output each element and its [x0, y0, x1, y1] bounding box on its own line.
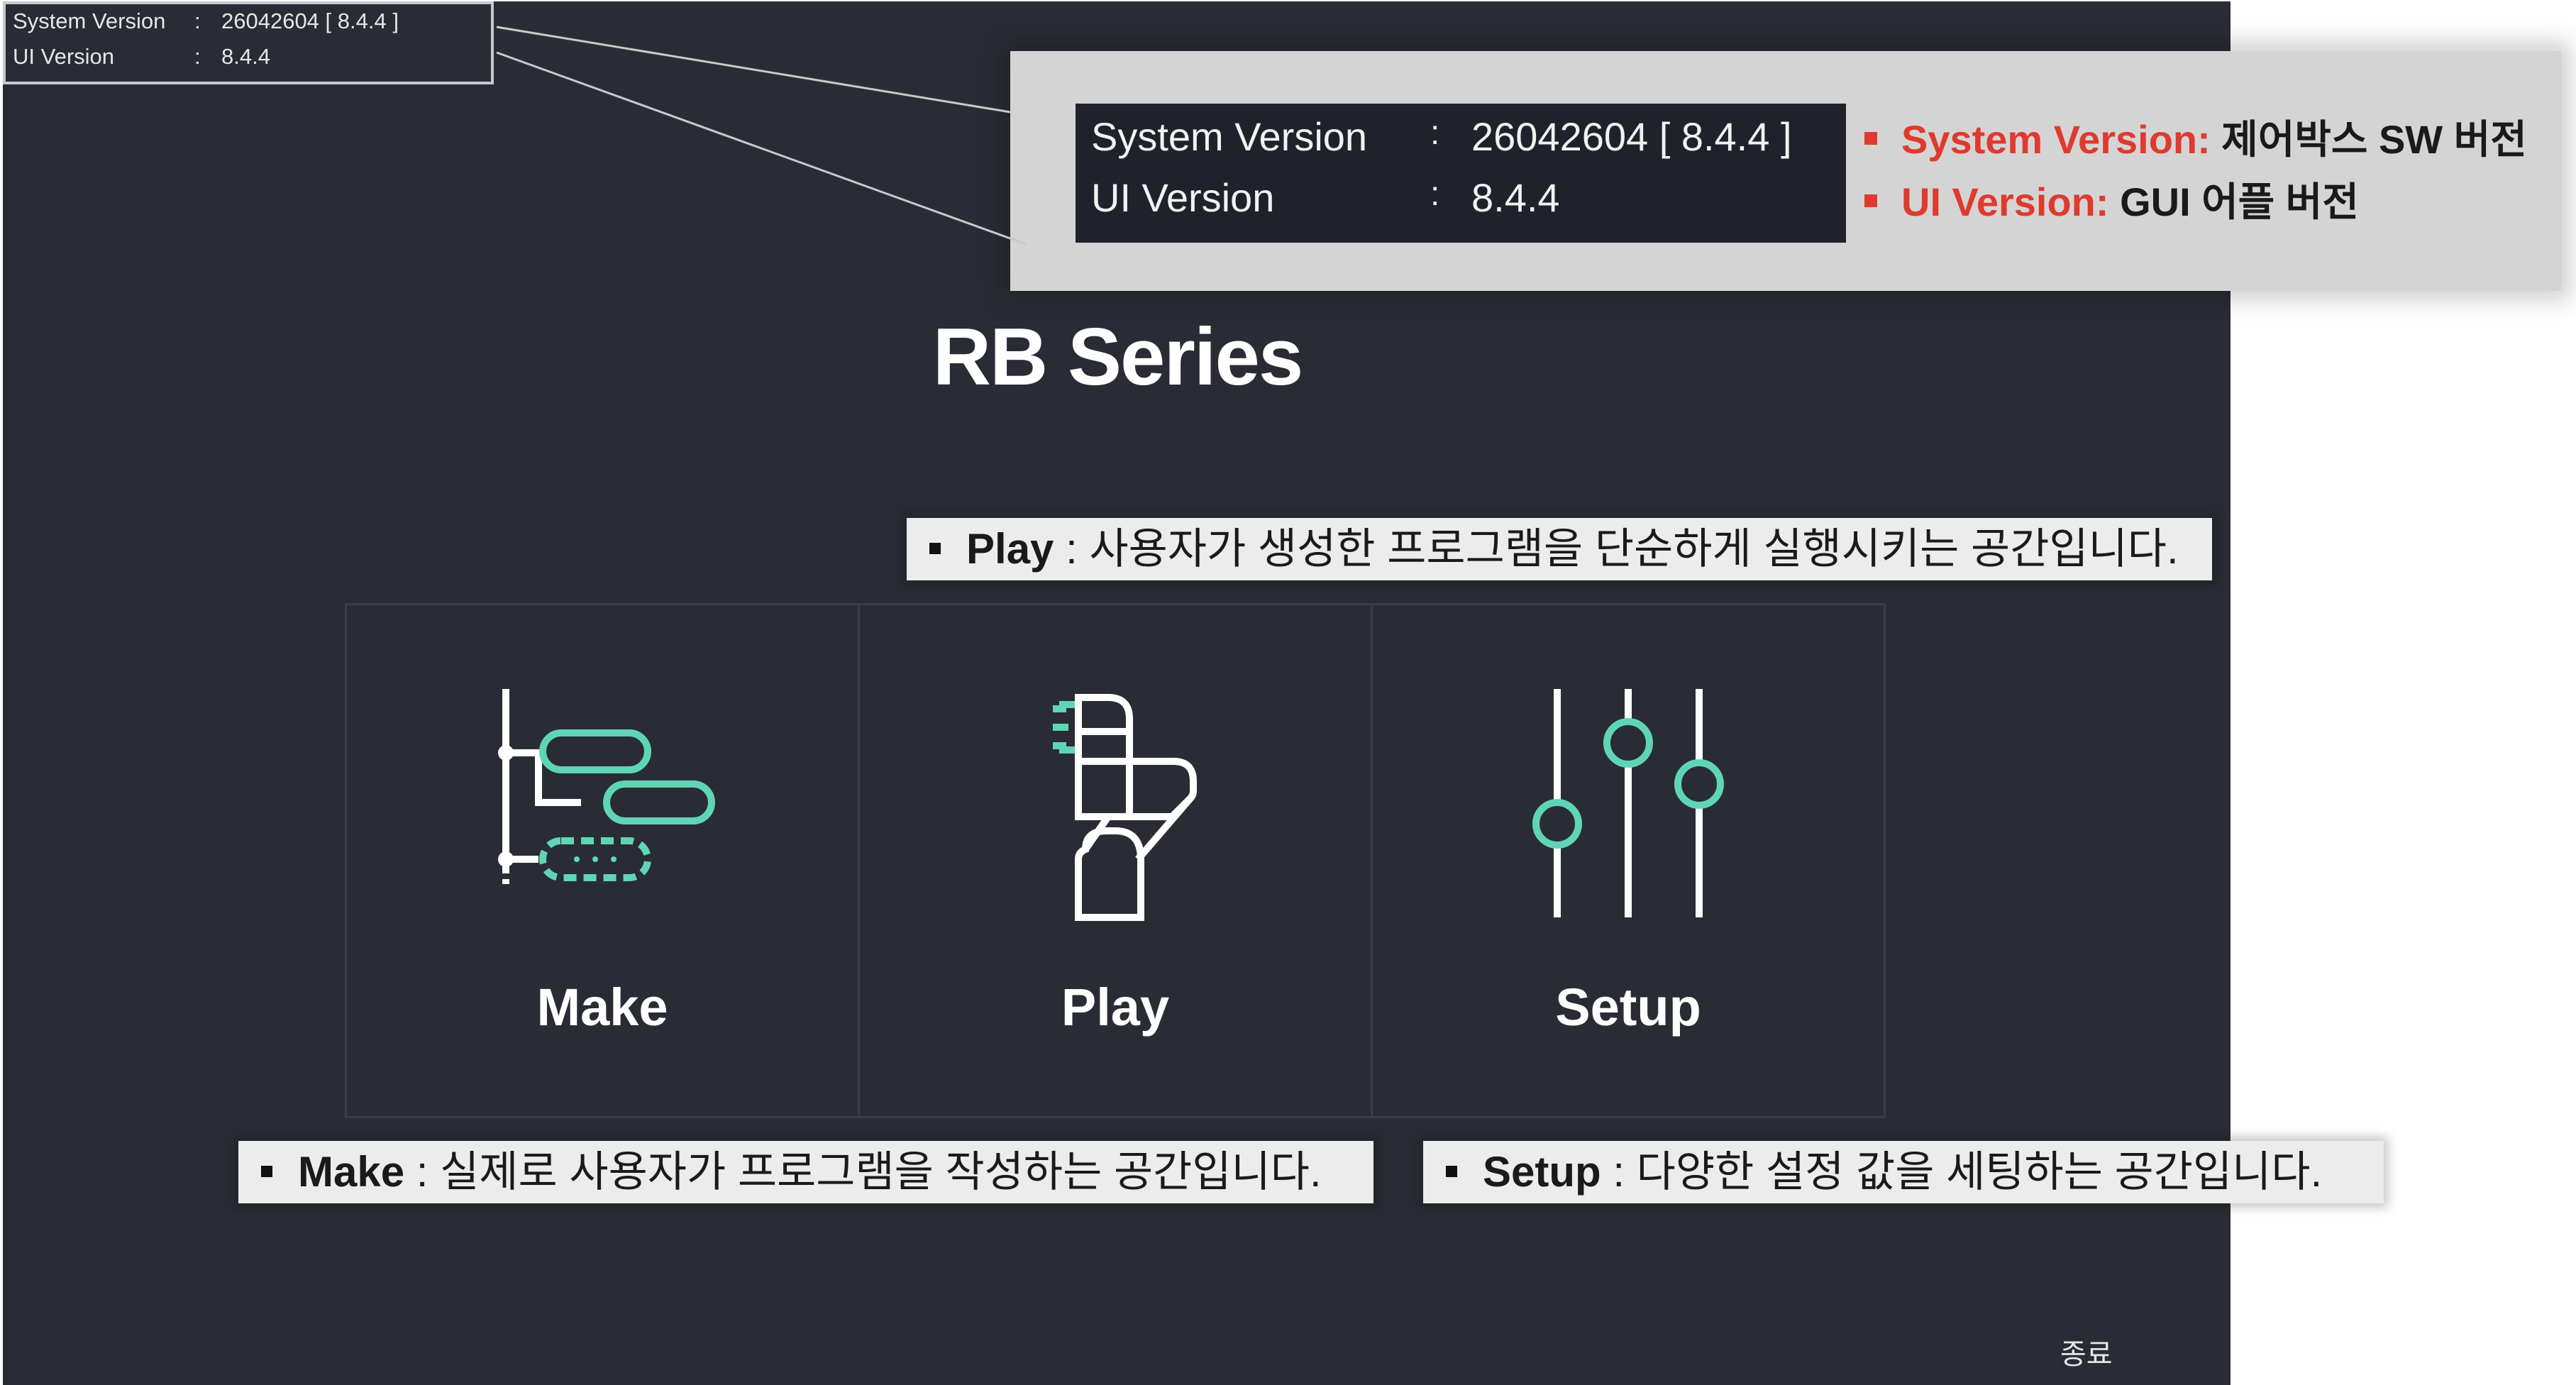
- version-notes: System Version: 제어박스 SW 버전 UI Version: G…: [1864, 108, 2527, 233]
- annotation-key: Make: [298, 1148, 405, 1196]
- ui-version-separator: :: [194, 44, 201, 69]
- zoom-ui-version-separator: :: [1430, 175, 1440, 213]
- zoom-ui-version-label: UI Version: [1091, 175, 1275, 220]
- zoom-ui-version-value: 8.4.4: [1471, 175, 1560, 220]
- version-zoom-box: System Version : 26042604 [ 8.4.4 ] UI V…: [1076, 104, 1846, 243]
- make-tile[interactable]: Make: [347, 605, 860, 1116]
- system-version-value: 26042604 [ 8.4.4 ]: [221, 9, 399, 33]
- robot-arm-icon: [1053, 694, 1197, 921]
- setup-tile[interactable]: Setup: [1373, 605, 1884, 1116]
- note-desc: 제어박스 SW 버전: [2210, 117, 2527, 162]
- bullet-icon: [1864, 132, 1877, 145]
- system-version-label: System Version: [13, 9, 166, 33]
- page-title: RB Series: [932, 312, 1304, 402]
- annotation-desc: : 다양한 설정 값을 세팅하는 공간입니다.: [1601, 1148, 2323, 1196]
- make-label: Make: [536, 978, 668, 1037]
- ui-version-label: UI Version: [13, 44, 115, 69]
- note-key: UI Version:: [1901, 180, 2109, 224]
- note-desc: GUI 어플 버전: [2108, 180, 2359, 224]
- make-annotation: Make : 실제로 사용자가 프로그램을 작성하는 공간입니다.: [238, 1141, 1373, 1203]
- bullet-icon: [1446, 1166, 1457, 1178]
- annotation-key: Setup: [1483, 1148, 1601, 1196]
- system-version-note: System Version: 제어박스 SW 버전: [1864, 108, 2527, 170]
- bullet-icon: [261, 1166, 272, 1178]
- ui-version-note: UI Version: GUI 어플 버전: [1864, 170, 2527, 233]
- zoom-system-version-separator: :: [1430, 114, 1440, 152]
- sliders-icon: [1532, 689, 1724, 917]
- zoom-system-version-row: System Version : 26042604 [ 8.4.4 ]: [1091, 114, 1792, 160]
- bullet-icon: [1864, 194, 1877, 208]
- annotation-key: Play: [966, 525, 1054, 573]
- setup-label: Setup: [1555, 978, 1701, 1037]
- ui-version-value: 8.4.4: [221, 44, 270, 69]
- annotation-desc: : 실제로 사용자가 프로그램을 작성하는 공간입니다.: [404, 1148, 1322, 1196]
- play-tile[interactable]: Play: [860, 605, 1373, 1116]
- exit-button[interactable]: 종료: [2060, 1338, 2113, 1371]
- zoom-system-version-value: 26042604 [ 8.4.4 ]: [1471, 114, 1792, 159]
- note-key: System Version:: [1901, 117, 2211, 162]
- bullet-icon: [929, 543, 941, 555]
- version-info-box: System Version : 26042604 [ 8.4.4 ] UI V…: [3, 1, 494, 84]
- zoom-ui-version-row: UI Version : 8.4.4: [1091, 175, 1560, 221]
- make-icon: [498, 689, 715, 884]
- setup-annotation: Setup : 다양한 설정 값을 세팅하는 공간입니다.: [1423, 1141, 2384, 1203]
- system-version-separator: :: [194, 9, 201, 33]
- mode-tiles: Make Play Setup: [345, 603, 1886, 1118]
- zoom-system-version-label: System Version: [1091, 114, 1368, 159]
- annotation-desc: : 사용자가 생성한 프로그램을 단순하게 실행시키는 공간입니다.: [1054, 525, 2179, 573]
- play-annotation: Play : 사용자가 생성한 프로그램을 단순하게 실행시키는 공간입니다.: [907, 518, 2212, 580]
- play-label: Play: [1061, 978, 1170, 1037]
